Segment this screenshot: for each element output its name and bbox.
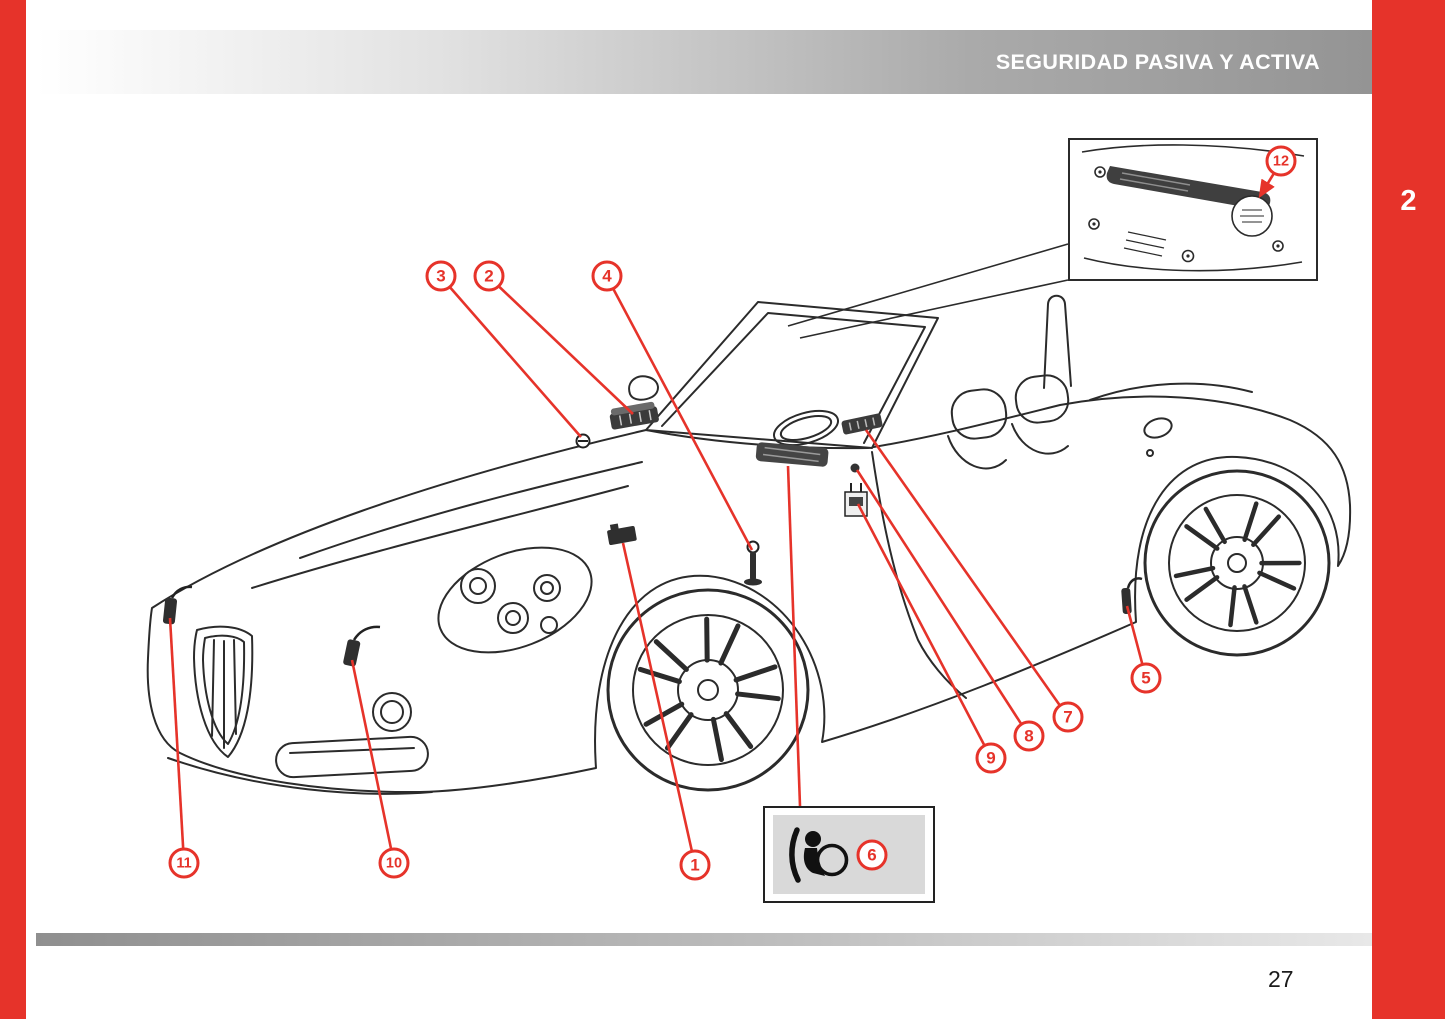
callout-1: 1 <box>679 849 711 881</box>
side-mirror <box>628 375 659 401</box>
door-line <box>871 451 967 699</box>
header-bar: SEGURIDAD PASIVA Y ACTIVA <box>36 30 1372 94</box>
airbag-warning-box <box>763 806 935 903</box>
module-7 <box>841 413 883 435</box>
callout-12-label: 12 <box>1272 153 1290 169</box>
section-number: 2 <box>1400 185 1417 217</box>
callout-4: 4 <box>591 260 623 292</box>
callout-10-label: 10 <box>385 855 403 871</box>
callout-4-label: 4 <box>602 266 612 285</box>
rear-wheel <box>1143 469 1331 657</box>
airbag-warning-panel <box>773 815 925 894</box>
callout-1-label: 1 <box>690 855 700 874</box>
callout-10: 10 <box>378 847 410 879</box>
callout-7: 7 <box>1052 701 1084 733</box>
front-grille <box>193 625 254 758</box>
right-red-bar: 2 <box>1372 0 1445 1019</box>
callout-6: 6 <box>856 839 888 871</box>
page-number: 27 <box>1268 966 1294 992</box>
footer-rule <box>36 933 1372 946</box>
callout-11: 11 <box>168 847 200 879</box>
fuel-cap <box>1143 417 1173 439</box>
callout-12: 12 <box>1265 145 1297 177</box>
dashboard-detail-drawing <box>1081 144 1305 272</box>
car-body <box>146 294 1352 795</box>
callout-2-label: 2 <box>484 266 494 285</box>
module-2 <box>609 401 659 430</box>
callout-5: 5 <box>1130 662 1162 694</box>
airbag-icon <box>789 826 849 883</box>
callout-9-label: 9 <box>986 748 996 767</box>
callout-3-label: 3 <box>436 266 446 285</box>
sensor-11 <box>162 585 193 625</box>
page-title: SEGURIDAD PASIVA Y ACTIVA <box>995 49 1320 74</box>
callout-lines <box>168 276 1148 866</box>
windshield <box>645 301 939 449</box>
callout-11-label: 11 <box>176 855 192 871</box>
callout-6-label: 6 <box>867 845 877 864</box>
callout-8-label: 8 <box>1024 726 1034 745</box>
detail-inset-box <box>1068 138 1318 281</box>
left-red-bar <box>0 0 26 1019</box>
callout-8: 8 <box>1013 720 1045 752</box>
dashboard-vent <box>755 442 829 467</box>
bumper-details <box>167 692 433 795</box>
callout-3: 3 <box>425 260 457 292</box>
inset-wedge-lines <box>787 243 1069 339</box>
safety-components <box>162 401 1143 667</box>
front-wheel <box>606 588 810 792</box>
sensor-1 <box>607 523 637 546</box>
callout-9: 9 <box>975 742 1007 774</box>
sensor-10 <box>343 625 381 667</box>
callout-5-label: 5 <box>1141 668 1151 687</box>
headlight-cluster <box>437 546 593 654</box>
sensor-5 <box>1121 577 1143 615</box>
callout-2: 2 <box>473 260 505 292</box>
cockpit-interior <box>773 294 1072 470</box>
sensor-3 <box>575 433 591 449</box>
callout-7-label: 7 <box>1063 707 1073 726</box>
